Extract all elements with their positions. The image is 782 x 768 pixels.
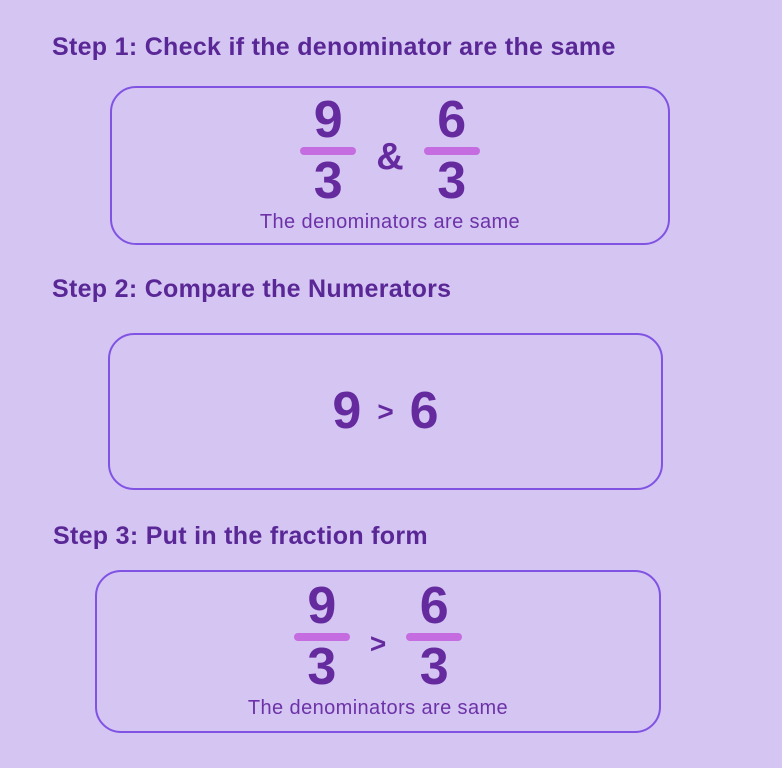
step2-box: 9 > 6	[108, 333, 663, 490]
step2-comparison: 9 > 6	[332, 382, 439, 441]
right-numerator: 6	[409, 382, 439, 441]
denominator: 3	[419, 637, 449, 696]
fraction-bar	[406, 632, 463, 641]
numerator: 9	[307, 576, 337, 635]
step3-fraction-row: 9 3 > 6 3	[293, 576, 463, 696]
step1-right-fraction: 6 3	[423, 90, 480, 210]
step1-left-fraction: 9 3	[300, 90, 357, 210]
step3-box: 9 3 > 6 3 The denominators are same	[95, 570, 661, 733]
fraction-bar	[293, 632, 350, 641]
denominator: 3	[313, 151, 343, 210]
numerator: 6	[419, 576, 449, 635]
left-numerator: 9	[332, 382, 362, 441]
fraction-bar	[423, 146, 480, 155]
greater-than-operator: >	[377, 395, 394, 427]
step1-fraction-row: 9 3 & 6 3	[300, 90, 480, 210]
denominator: 3	[437, 151, 467, 210]
step3-left-fraction: 9 3	[293, 576, 350, 696]
step2-heading: Step 2: Compare the Numerators	[52, 275, 452, 303]
step3-caption: The denominators are same	[247, 697, 509, 720]
greater-than-operator: >	[369, 627, 387, 659]
ampersand-operator: &	[376, 136, 404, 178]
numerator: 9	[313, 90, 343, 149]
numerator: 6	[437, 90, 467, 149]
fraction-bar	[300, 146, 357, 155]
step1-heading: Step 1: Check if the denominator are the…	[52, 33, 616, 61]
step3-right-fraction: 6 3	[406, 576, 463, 696]
denominator: 3	[307, 637, 337, 696]
step1-caption: The denominators are same	[259, 211, 521, 234]
step1-box: 9 3 & 6 3 The denominators are same	[110, 86, 670, 245]
step3-heading: Step 3: Put in the fraction form	[53, 522, 428, 550]
